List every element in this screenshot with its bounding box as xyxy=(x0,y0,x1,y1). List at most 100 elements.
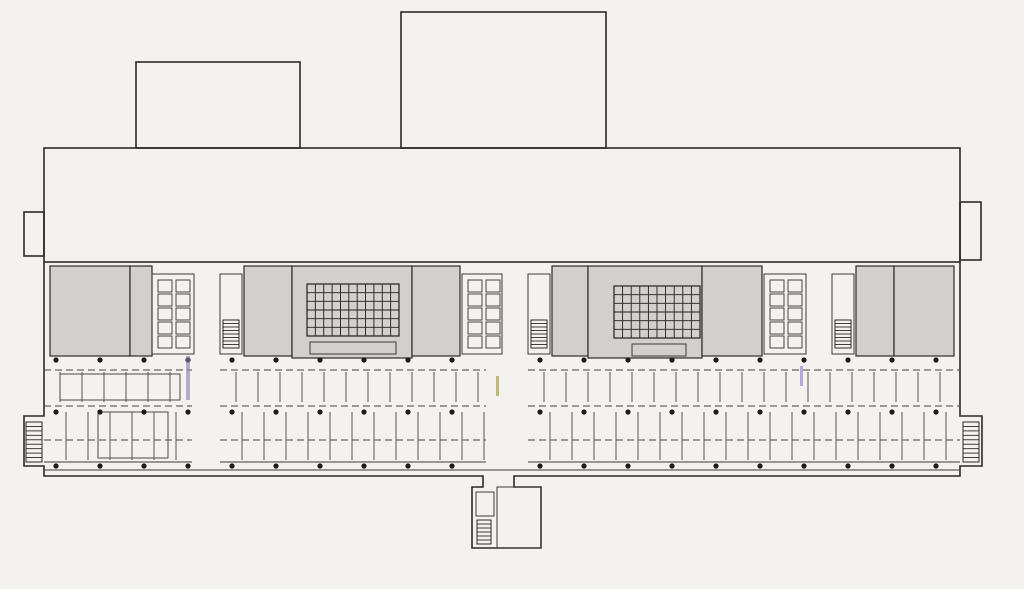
toilet-cubicle xyxy=(175,307,191,321)
annex-hall xyxy=(496,486,542,549)
toilet-cubicle xyxy=(467,335,483,349)
column-dot xyxy=(625,409,631,415)
toilet-cubicle xyxy=(769,307,785,321)
column-dot xyxy=(801,357,807,363)
column-dot xyxy=(669,409,675,415)
hall-left-2 xyxy=(129,265,153,357)
column-dot xyxy=(801,409,807,415)
column-dot xyxy=(229,463,235,469)
column-dot xyxy=(273,357,279,363)
column-dot xyxy=(581,463,587,469)
column-dot xyxy=(273,463,279,469)
hall-group-left xyxy=(49,265,503,359)
toilet-cubicle xyxy=(467,321,483,335)
column-dot xyxy=(317,357,323,363)
toilet-block-left xyxy=(151,273,195,355)
column-dot xyxy=(97,357,103,363)
column-dot xyxy=(449,463,455,469)
column-dot xyxy=(537,463,543,469)
toilet-cubicle xyxy=(157,335,173,349)
office-row-left-upper xyxy=(59,373,181,401)
toilet-cubicle xyxy=(769,279,785,293)
column-dot xyxy=(361,409,367,415)
column-dot xyxy=(53,463,59,469)
column-dot xyxy=(317,463,323,469)
side-extension-left xyxy=(23,211,45,257)
structural-columns xyxy=(53,357,939,469)
column-dot xyxy=(845,463,851,469)
hall-left-1 xyxy=(49,265,131,357)
stair-box xyxy=(25,421,43,463)
column-dot xyxy=(537,357,543,363)
toilet-cubicle xyxy=(485,335,501,349)
toilet-cubicle xyxy=(485,307,501,321)
stair-box xyxy=(962,421,980,463)
column-dot xyxy=(845,409,851,415)
column-dot xyxy=(361,357,367,363)
toilet-cubicle xyxy=(467,293,483,307)
column-dot xyxy=(361,463,367,469)
column-dot xyxy=(581,357,587,363)
toilet-cubicle xyxy=(787,335,803,349)
toilet-cubicle xyxy=(157,321,173,335)
column-dot xyxy=(713,463,719,469)
column-dot xyxy=(141,357,147,363)
column-dot xyxy=(317,409,323,415)
toilet-cubicle xyxy=(175,335,191,349)
upper-block-large xyxy=(400,11,607,149)
toilet-cubicle xyxy=(175,321,191,335)
hall-right-1 xyxy=(551,265,589,357)
toilet-cubicles xyxy=(157,279,803,349)
stair-core-left xyxy=(219,273,243,355)
column-dot xyxy=(405,409,411,415)
toilet-cubicle xyxy=(157,307,173,321)
stage-right xyxy=(631,343,687,357)
column-dot xyxy=(889,357,895,363)
column-dot xyxy=(97,409,103,415)
column-dot xyxy=(449,357,455,363)
column-dot xyxy=(273,409,279,415)
hall-group-right xyxy=(527,265,955,359)
office-corridor-rows xyxy=(44,369,960,463)
hall-right-2 xyxy=(701,265,763,357)
toilet-cubicle xyxy=(787,307,803,321)
column-dot xyxy=(713,409,719,415)
hall-right-3 xyxy=(855,265,895,357)
column-dot xyxy=(537,409,543,415)
column-dot xyxy=(141,463,147,469)
column-dot xyxy=(53,357,59,363)
office-row-left-lower xyxy=(97,411,169,459)
column-dot xyxy=(185,409,191,415)
column-dot xyxy=(449,409,455,415)
toilet-block-right xyxy=(763,273,807,355)
stair-core-center xyxy=(527,273,551,355)
column-dot xyxy=(757,409,763,415)
column-dot xyxy=(405,357,411,363)
column-dot xyxy=(889,409,895,415)
accent-olive-center xyxy=(496,376,499,396)
toilet-cubicle xyxy=(485,279,501,293)
toilet-cubicle xyxy=(787,279,803,293)
stair-treads xyxy=(25,319,980,545)
stage-left xyxy=(309,341,397,355)
column-dot xyxy=(757,357,763,363)
column-dot xyxy=(669,357,675,363)
column-dot xyxy=(405,463,411,469)
toilet-cubicle xyxy=(787,321,803,335)
stair-core-right xyxy=(831,273,855,355)
side-extension-right xyxy=(959,201,982,261)
toilet-cubicle xyxy=(175,293,191,307)
toilet-cubicle xyxy=(787,293,803,307)
hall-right-4 xyxy=(893,265,955,357)
column-dot xyxy=(933,409,939,415)
column-dot xyxy=(625,463,631,469)
toilet-cubicle xyxy=(485,321,501,335)
accent-purple-left xyxy=(186,356,190,400)
column-dot xyxy=(581,409,587,415)
toilet-cubicle xyxy=(485,293,501,307)
column-dot xyxy=(933,357,939,363)
toilet-cubicle xyxy=(769,321,785,335)
upper-block-small xyxy=(135,61,301,149)
